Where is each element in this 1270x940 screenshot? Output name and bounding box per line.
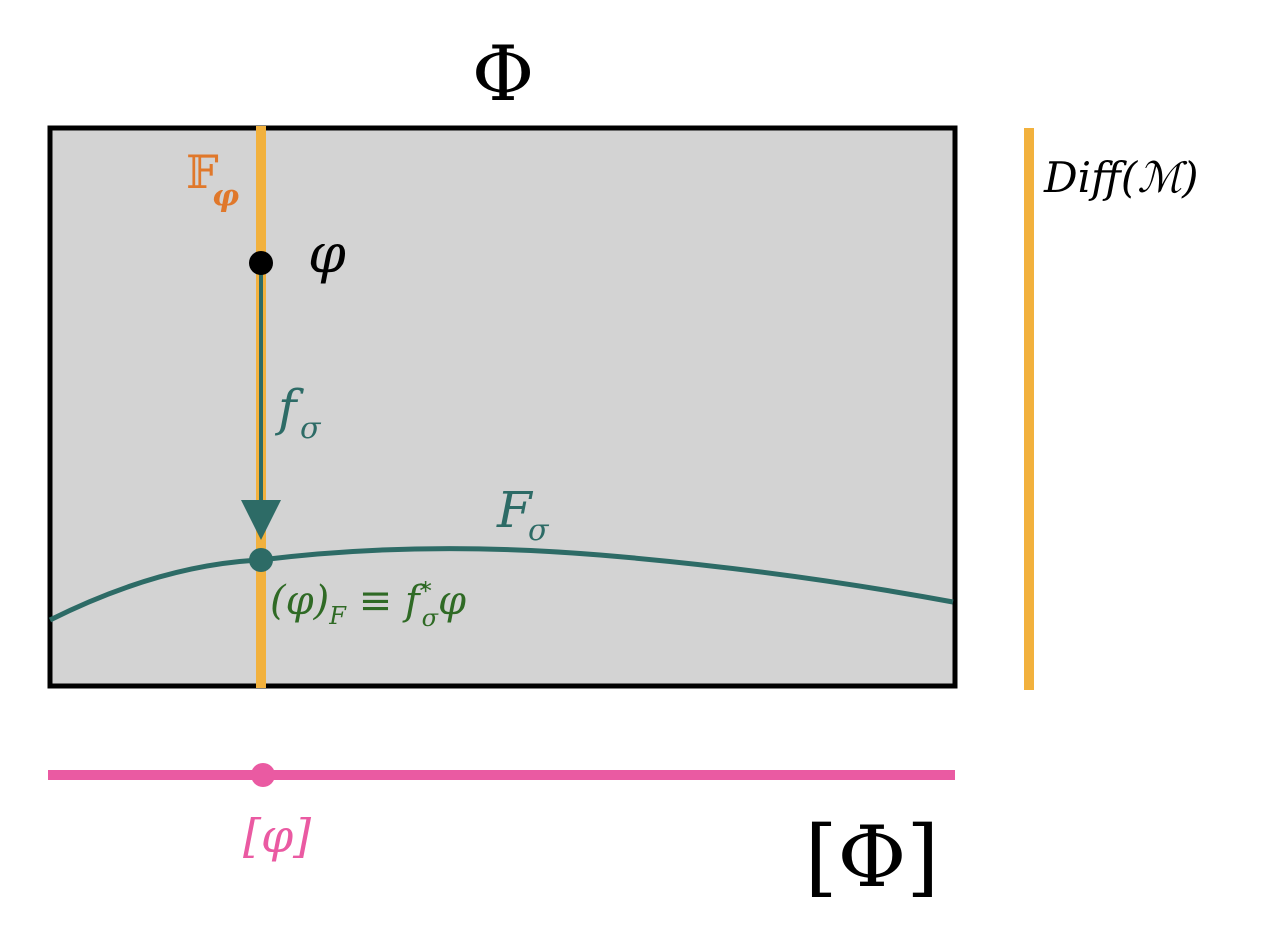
gauge-slice-curve [48,546,954,623]
quotient-point-label: [φ] [243,809,311,863]
F-sigma-subscript: σ [528,513,550,548]
field-space-box [47,125,958,689]
quotient-space-label: [Φ] [805,808,939,906]
F-sigma-label: F [496,481,534,539]
point-phi-dot [249,251,273,275]
diffeomorphism-label: Diff(ℳ) [1043,153,1199,202]
space-phi-label: Φ [472,29,534,118]
quotient-point-dot [251,763,275,787]
gauge-fixed-point-dot [249,548,273,572]
gauge-fixed-result-label: (φ)F ≡ f*σφ [270,577,466,632]
fiber-label: 𝔽 [186,145,219,199]
point-phi-label: φ [308,222,346,285]
f-sigma-subscript: σ [300,411,322,446]
fiber-subscript: φ [212,179,239,214]
